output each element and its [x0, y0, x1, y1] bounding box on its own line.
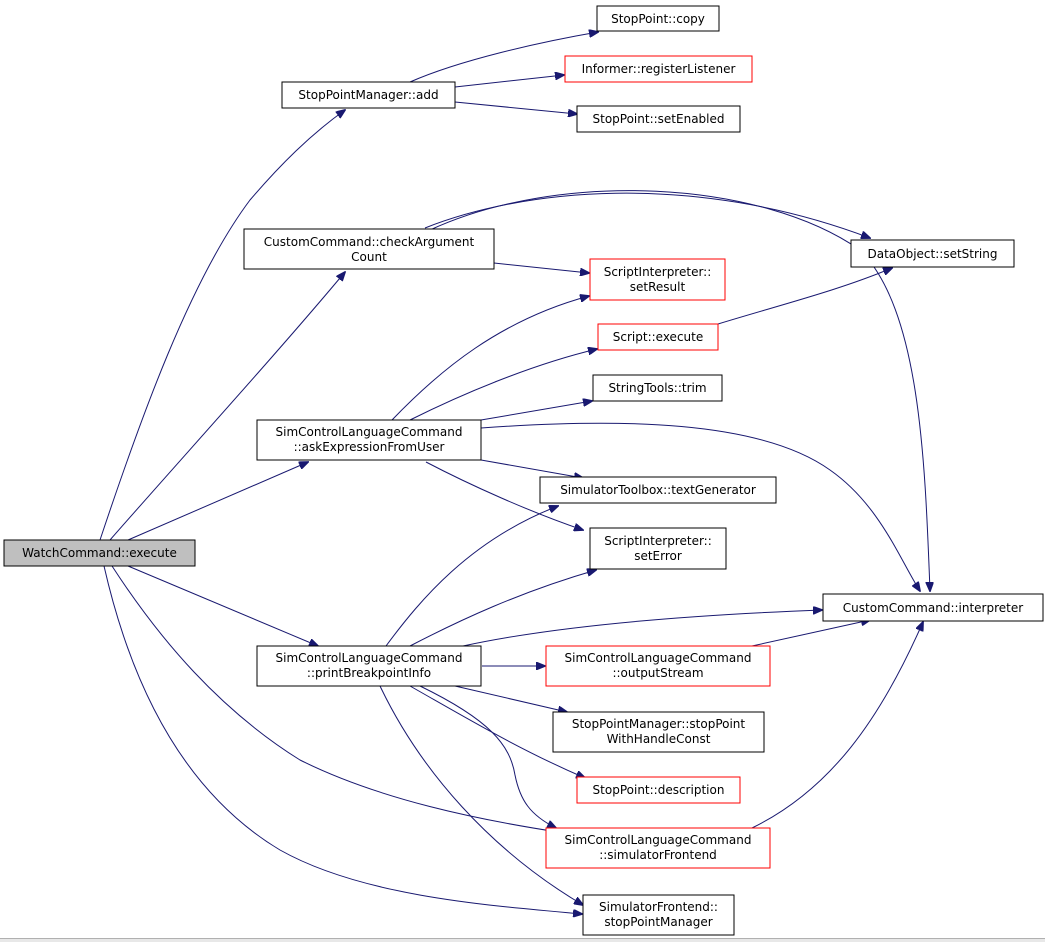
edge-printbp-to-description	[409, 685, 585, 778]
node-scriptinterpreter-setresult[interactable]: ScriptInterpreter:: setResult	[589, 258, 726, 301]
node-label: CustomCommand::interpreter	[843, 601, 1023, 615]
node-label: SimControlLanguageCommand	[276, 651, 463, 665]
edge-simfrontend-to-interpreter	[751, 622, 923, 829]
node-scriptinterpreter-seterror[interactable]: ScriptInterpreter:: setError	[589, 527, 727, 570]
edge-printbp-to-interpreter	[462, 610, 822, 647]
node-label: ScriptInterpreter::	[604, 534, 712, 548]
node-simulatortoolbox-textgenerator[interactable]: SimulatorToolbox::textGenerator	[539, 476, 777, 504]
node-label: setResult	[630, 280, 686, 294]
node-informer-registerlistener[interactable]: Informer::registerListener	[564, 55, 753, 83]
node-watchcommand-execute[interactable]: WatchCommand::execute	[3, 539, 196, 567]
node-label: SimulatorFrontend::	[599, 900, 718, 914]
node-simcontrollanguagecommand-outputstream[interactable]: SimControlLanguageCommand ::outputStream	[545, 645, 771, 687]
edge-printbp-to-textgen	[385, 506, 558, 647]
edge-watch-to-printbp	[127, 565, 318, 646]
edge-watch-to-checkarg	[109, 272, 345, 541]
node-dataobject-setstring[interactable]: DataObject::setString	[850, 239, 1015, 268]
edge-printbp-to-sf-spmanager	[379, 685, 583, 905]
node-label: SimControlLanguageCommand	[565, 651, 752, 665]
edge-askexpr-to-seterror	[425, 461, 583, 530]
edge-spmadd-to-informer	[454, 75, 564, 88]
node-label: ScriptInterpreter::	[604, 265, 712, 279]
node-label: stopPointManager	[604, 915, 712, 929]
edge-askexpr-to-trim	[480, 401, 592, 421]
node-label: setError	[634, 549, 682, 563]
node-label: WithHandleConst	[607, 732, 711, 746]
edge-askexpr-to-interpreter	[480, 422, 920, 591]
node-label: CustomCommand::checkArgument	[264, 235, 475, 249]
node-label: StopPointManager::add	[298, 88, 438, 102]
node-stoppointmanager-stoppointwithhandleconst[interactable]: StopPointManager::stopPoint WithHandleCo…	[552, 711, 765, 753]
node-label: ::simulatorFrontend	[599, 848, 717, 862]
edge-watch-to-askexpr	[127, 462, 308, 541]
node-simulatorfrontend-stoppointmanager[interactable]: SimulatorFrontend:: stopPointManager	[582, 894, 735, 936]
edge-spmadd-to-setenabled	[454, 101, 577, 114]
edge-watch-to-simfrontend	[111, 565, 558, 832]
edge-printbp-to-seterror	[409, 570, 596, 647]
node-label: StopPoint::copy	[611, 12, 705, 26]
edge-watch-to-sf-spmanager	[103, 565, 582, 914]
node-label: StopPointManager::stopPoint	[572, 717, 746, 731]
node-label: SimControlLanguageCommand	[276, 425, 463, 439]
node-label: StopPoint::setEnabled	[593, 112, 725, 126]
node-label: StopPoint::description	[593, 783, 725, 797]
node-label: SimControlLanguageCommand	[565, 833, 752, 847]
node-label: ::outputStream	[612, 666, 703, 680]
node-label: Count	[351, 250, 387, 264]
node-simcontrollanguagecommand-simulatorfrontend[interactable]: SimControlLanguageCommand ::simulatorFro…	[545, 827, 771, 869]
edge-scriptexec-to-setstring	[717, 268, 892, 325]
node-label: WatchCommand::execute	[22, 546, 177, 560]
node-stoppoint-description[interactable]: StopPoint::description	[576, 776, 741, 804]
node-label: DataObject::setString	[868, 247, 998, 261]
node-customcommand-interpreter[interactable]: CustomCommand::interpreter	[822, 593, 1044, 622]
node-simcontrollanguagecommand-askexpressionfromuser[interactable]: SimControlLanguageCommand ::askExpressio…	[256, 419, 482, 461]
node-simcontrollanguagecommand-printbreakpointinfo[interactable]: SimControlLanguageCommand ::printBreakpo…	[256, 645, 482, 687]
node-label: ::askExpressionFromUser	[294, 440, 445, 454]
node-label: ::printBreakpointInfo	[307, 666, 431, 680]
node-script-execute[interactable]: Script::execute	[597, 323, 719, 351]
edge-askexpr-to-scriptexec	[409, 349, 597, 421]
node-stoppoint-copy[interactable]: StopPoint::copy	[596, 5, 720, 32]
node-stringtools-trim[interactable]: StringTools::trim	[592, 374, 723, 402]
edge-printbp-to-stoppoint	[454, 685, 567, 712]
edges	[99, 32, 930, 914]
edge-checkarg-to-setresult	[493, 262, 589, 273]
node-label: SimulatorToolbox::textGenerator	[560, 483, 756, 497]
edge-askexpr-to-textgen	[480, 459, 583, 478]
edge-spmadd-to-copy	[409, 32, 598, 83]
node-label: Informer::registerListener	[582, 62, 736, 76]
edge-printbp-to-simfrontend	[419, 685, 556, 828]
bottom-scroll-edge	[0, 938, 1045, 942]
node-customcommand-checkargumentcount[interactable]: CustomCommand::checkArgument Count	[243, 228, 495, 270]
edge-outstream-to-interpreter	[751, 620, 870, 647]
edge-checkarg-to-setstring	[424, 192, 870, 238]
edge-watch-to-spm-add	[99, 110, 345, 541]
node-label: Script::execute	[613, 330, 703, 344]
edge-askexpr-to-setresult	[391, 296, 589, 421]
node-stoppointmanager-add[interactable]: StopPointManager::add	[281, 81, 456, 109]
node-label: StringTools::trim	[608, 381, 706, 395]
node-stoppoint-setenabled[interactable]: StopPoint::setEnabled	[576, 105, 741, 133]
